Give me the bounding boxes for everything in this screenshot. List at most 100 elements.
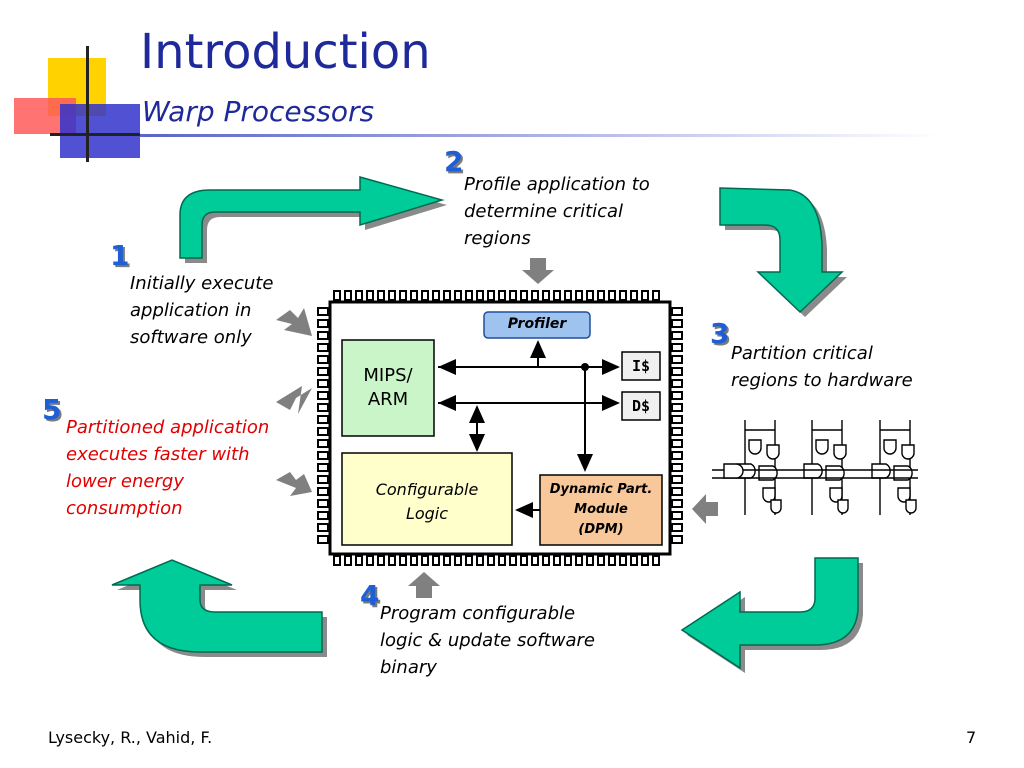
chip-pin — [317, 463, 329, 472]
slide-subtitle: Warp Processors — [142, 95, 375, 128]
chip-pin — [608, 555, 616, 566]
chip-pin — [317, 307, 329, 316]
chip-pin — [388, 290, 396, 301]
chip-pin — [671, 307, 683, 316]
chip-pin — [553, 555, 561, 566]
chip-pin — [619, 290, 627, 301]
profiler-label: Profiler — [507, 316, 567, 332]
logic-gate — [748, 439, 762, 455]
chip-pin — [465, 290, 473, 301]
step-4-line-1: Program configurable — [380, 603, 576, 624]
logic-gate — [723, 463, 744, 479]
chip-pin — [399, 290, 407, 301]
step-4-number: 4 — [360, 579, 380, 612]
cpu-box — [341, 339, 435, 437]
step-5-line-2: executes faster with — [66, 444, 250, 465]
dpm-label-line-1: Dynamic Part. — [549, 482, 653, 497]
chip-pin — [542, 555, 550, 566]
chip-pin — [366, 555, 374, 566]
cycle-arrow-4-to-5 — [111, 559, 327, 657]
chip-pin — [671, 499, 683, 508]
chip-pin — [671, 439, 683, 448]
icache-label: I$ — [631, 357, 651, 375]
chip-pin — [652, 290, 660, 301]
chip-pin — [317, 427, 329, 436]
chip-pin — [564, 555, 572, 566]
config-logic-box — [341, 452, 513, 546]
config-logic-line-2: Logic — [405, 504, 449, 523]
chip-pin — [509, 290, 517, 301]
chip-pin — [344, 290, 352, 301]
step-2-line-1: Profile application to — [464, 174, 650, 195]
chip-pin — [671, 415, 683, 424]
logic-gate — [770, 499, 782, 514]
chip-pin — [520, 290, 528, 301]
chip-pin — [317, 439, 329, 448]
chip-pin — [509, 555, 517, 566]
step-1-line-2: application in — [130, 300, 252, 321]
cycle-arrow-3-to-4 — [680, 557, 863, 673]
chip-pin — [443, 555, 451, 566]
gray-arrow-program — [408, 572, 440, 598]
chip-pin — [498, 290, 506, 301]
chip-pin — [476, 290, 484, 301]
logic-gate — [833, 444, 847, 460]
step-2-line-2: determine critical — [464, 201, 624, 222]
step-1-number: 1 — [110, 239, 130, 272]
chip-pin — [671, 427, 683, 436]
chip-pin — [317, 331, 329, 340]
logic-gate — [871, 463, 891, 479]
dpm-label-line-3: (DPM) — [578, 522, 624, 537]
chip-pin — [465, 555, 473, 566]
chip-pin — [317, 511, 329, 520]
chip-pin — [443, 290, 451, 301]
vertical-rule — [86, 46, 89, 162]
chip-pin — [366, 290, 374, 301]
chip-pin — [630, 290, 638, 301]
logic-gate — [883, 439, 897, 455]
config-logic-line-1: Configurable — [375, 480, 479, 499]
chip-pin — [317, 535, 329, 544]
step-4-line-3: binary — [380, 657, 437, 678]
profiler-box — [483, 311, 591, 339]
chip-pin — [671, 511, 683, 520]
bus-junction — [581, 363, 589, 371]
slide-title: Introduction — [140, 24, 431, 80]
chip-pin — [317, 487, 329, 496]
chip-pin — [671, 319, 683, 328]
step-2-text: Profile application to determine critica… — [464, 171, 650, 252]
chip-pin — [630, 555, 638, 566]
chip-pin — [454, 290, 462, 301]
chip-pin — [317, 499, 329, 508]
footer-author: Lysecky, R., Vahid, F. — [48, 728, 213, 747]
logic-gate — [803, 463, 823, 479]
chip-pin — [317, 319, 329, 328]
dcache-label: D$ — [631, 397, 651, 415]
config-logic-label: Configurable Logic — [342, 478, 512, 526]
chip-pin — [619, 555, 627, 566]
blue-square — [60, 104, 140, 158]
dcache-box — [621, 391, 661, 421]
chip-pin — [377, 290, 385, 301]
chip-pin — [652, 555, 660, 566]
step-5-text: Partitioned application executes faster … — [66, 414, 269, 522]
cpu-label-line-1: MIPS/ — [363, 365, 413, 386]
chip-pin — [317, 343, 329, 352]
logic-gate — [905, 499, 917, 514]
chip-pin — [586, 555, 594, 566]
chip-pin — [575, 290, 583, 301]
logic-gate — [897, 487, 911, 503]
chip-pin — [671, 451, 683, 460]
logic-gate — [766, 444, 780, 460]
step-3-line-1: Partition critical — [731, 343, 873, 364]
step-4-text: Program configurable logic & update soft… — [380, 600, 595, 681]
chip-pin — [487, 290, 495, 301]
chip-pin — [586, 290, 594, 301]
title-underline — [140, 134, 940, 137]
chip-pin — [641, 555, 649, 566]
chip-pin — [317, 379, 329, 388]
chip-pin — [388, 555, 396, 566]
gray-arrow-hw — [692, 494, 718, 524]
gray-arrow-step5b — [276, 472, 312, 496]
chip-wiring — [438, 340, 620, 518]
